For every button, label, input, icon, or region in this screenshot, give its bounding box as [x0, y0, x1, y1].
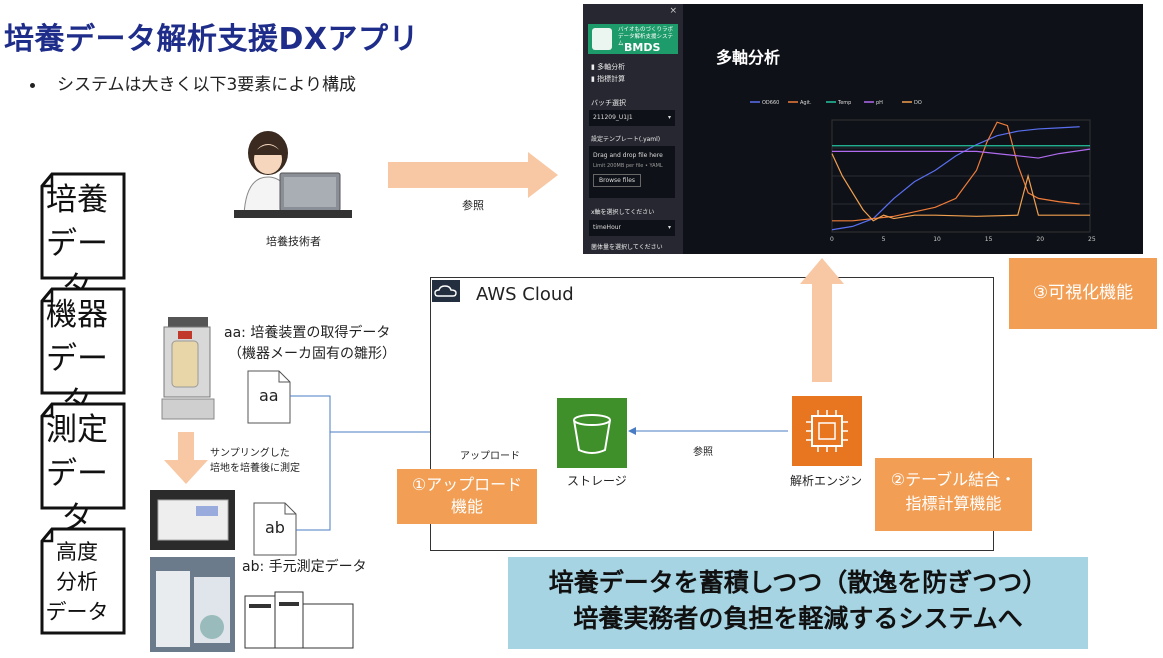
- feature-upload: ①アップロード機能: [397, 469, 537, 524]
- legend-label: Agit.: [800, 100, 812, 106]
- storage-bucket-icon: [557, 398, 627, 468]
- file-ab-icon: [253, 502, 297, 556]
- engine-to-storage-arrow: [628, 427, 788, 435]
- bmds-logo: バイオものづくりラボデータ解析支援システム BMDS: [588, 24, 678, 54]
- legend-label: OD660: [762, 100, 779, 106]
- chevron-down-icon: ▾: [667, 114, 671, 121]
- legend-label: Temp: [837, 100, 851, 106]
- legend-label: pH: [876, 100, 883, 106]
- dashboard-sidebar: × バイオものづくりラボデータ解析支援システム BMDS ▮ 多軸分析 ▮ 指標…: [583, 4, 683, 254]
- hplc-icon: [244, 591, 354, 649]
- x-tick-label: 15: [985, 236, 993, 243]
- x-tick-label: 5: [882, 236, 886, 243]
- batch-label: バッチ選択: [591, 99, 626, 107]
- page-title: 培養データ解析支援DXアプリ: [4, 22, 420, 57]
- aa-caption-line1: aa: 培養装置の取得データ: [224, 325, 391, 341]
- dashboard-chart: OD660 Agit. Temp pH DO 0 5 10 15 20 25: [750, 100, 1096, 243]
- analysis-engine-icon: [792, 396, 862, 466]
- card-frame-icon: [40, 402, 126, 510]
- storage-label: ストレージ: [567, 474, 627, 488]
- chevron-down-icon: ▾: [667, 224, 671, 231]
- x-tick-label: 10: [933, 236, 941, 243]
- bullet-dot: [30, 82, 35, 88]
- fermenter-icon: [161, 317, 215, 420]
- culture-device-image: [158, 315, 218, 425]
- series-line-ph: [832, 148, 1091, 159]
- batch-select[interactable]: 211209_U1J1▾: [589, 110, 675, 126]
- browse-files-button[interactable]: Browse files: [593, 174, 642, 187]
- file-dropzone[interactable]: Drag and drop file here Limit 200MB per …: [589, 146, 675, 198]
- technician-label: 培養技術者: [266, 235, 321, 248]
- card-culture-data: 培養データ: [38, 172, 126, 306]
- series-line-do: [831, 153, 1090, 222]
- upload-label: アップロード: [460, 451, 520, 462]
- menu-index-calc[interactable]: ▮ 指標計算: [591, 75, 626, 83]
- menu-multi-axis[interactable]: ▮ 多軸分析: [591, 63, 626, 71]
- summary-banner: 培養データを蓄積しつつ（散逸を防ぎつつ） 培養実務者の負担を軽減するシステムへ: [508, 557, 1088, 649]
- arrow-up-icon: [800, 258, 844, 382]
- file-ab-label: ab: [265, 518, 285, 537]
- file-aa-label: aa: [259, 386, 279, 405]
- hplc-image: [243, 590, 355, 652]
- card-device-data: 機器データ: [38, 287, 126, 421]
- dashboard-heading: 多軸分析: [716, 48, 781, 67]
- x-tick-label: 20: [1036, 236, 1044, 243]
- subtitle: システムは大きく以下3要素により構成: [30, 70, 356, 95]
- x-tick-label: 25: [1088, 236, 1096, 243]
- analyzer-icon: [150, 490, 235, 550]
- lab-instrument-image: [150, 557, 235, 652]
- arrow-down-icon: [164, 432, 208, 484]
- arrow-right-icon: [388, 152, 558, 198]
- card-measure-data: 測定データ: [38, 402, 126, 536]
- card-text: 測定データ: [46, 412, 108, 536]
- ref-label-mid: 参照: [693, 447, 713, 458]
- chart-legend: OD660 Agit. Temp pH DO: [750, 100, 922, 106]
- aa-caption-line2: （機器メーカ固有の雛形）: [228, 346, 396, 362]
- card-advanced-data: 高度分析データ: [38, 527, 126, 635]
- chart-x-ticks: 0 5 10 15 20 25: [830, 236, 1096, 243]
- technician-icon: [234, 131, 352, 218]
- logo-cells-icon: [592, 28, 612, 50]
- legend-label: DO: [914, 100, 922, 106]
- template-label: 設定テンプレート(.yaml): [591, 136, 661, 143]
- ab-caption: ab: 手元測定データ: [242, 559, 367, 575]
- x-tick-label: 0: [830, 236, 834, 243]
- sampling-line1: サンプリングした: [210, 448, 290, 459]
- subtitle-text: システムは大きく以下3要素により構成: [57, 75, 356, 95]
- analyzer-image: [150, 490, 235, 550]
- x-axis-label: x軸を選択してください: [591, 209, 655, 216]
- feature-visualize: ③可視化機能: [1009, 258, 1157, 329]
- group-label: 菌体量を選択してください: [591, 244, 663, 251]
- cloud-icon: [432, 280, 460, 302]
- technician-illustration: [230, 125, 355, 220]
- engine-label: 解析エンジン: [790, 474, 863, 488]
- chart-grid: [832, 147, 1090, 205]
- card-frame-icon: [40, 172, 126, 280]
- aws-cloud-title: AWS Cloud: [476, 284, 574, 305]
- x-axis-select[interactable]: timeHour▾: [589, 220, 675, 236]
- sampling-line2: 培地を培養後に測定: [210, 463, 300, 474]
- file-aa-icon: [247, 370, 291, 424]
- card-frame-icon: [40, 527, 126, 635]
- card-text: 高度分析データ: [45, 540, 109, 624]
- instrument-icon: [150, 557, 235, 652]
- card-frame-icon: [40, 287, 126, 395]
- chart-lines: [831, 121, 1091, 231]
- ref-label-top: 参照: [462, 199, 484, 212]
- feature-table-join: ②テーブル結合・指標計算機能: [875, 458, 1032, 531]
- close-icon[interactable]: ×: [669, 6, 677, 16]
